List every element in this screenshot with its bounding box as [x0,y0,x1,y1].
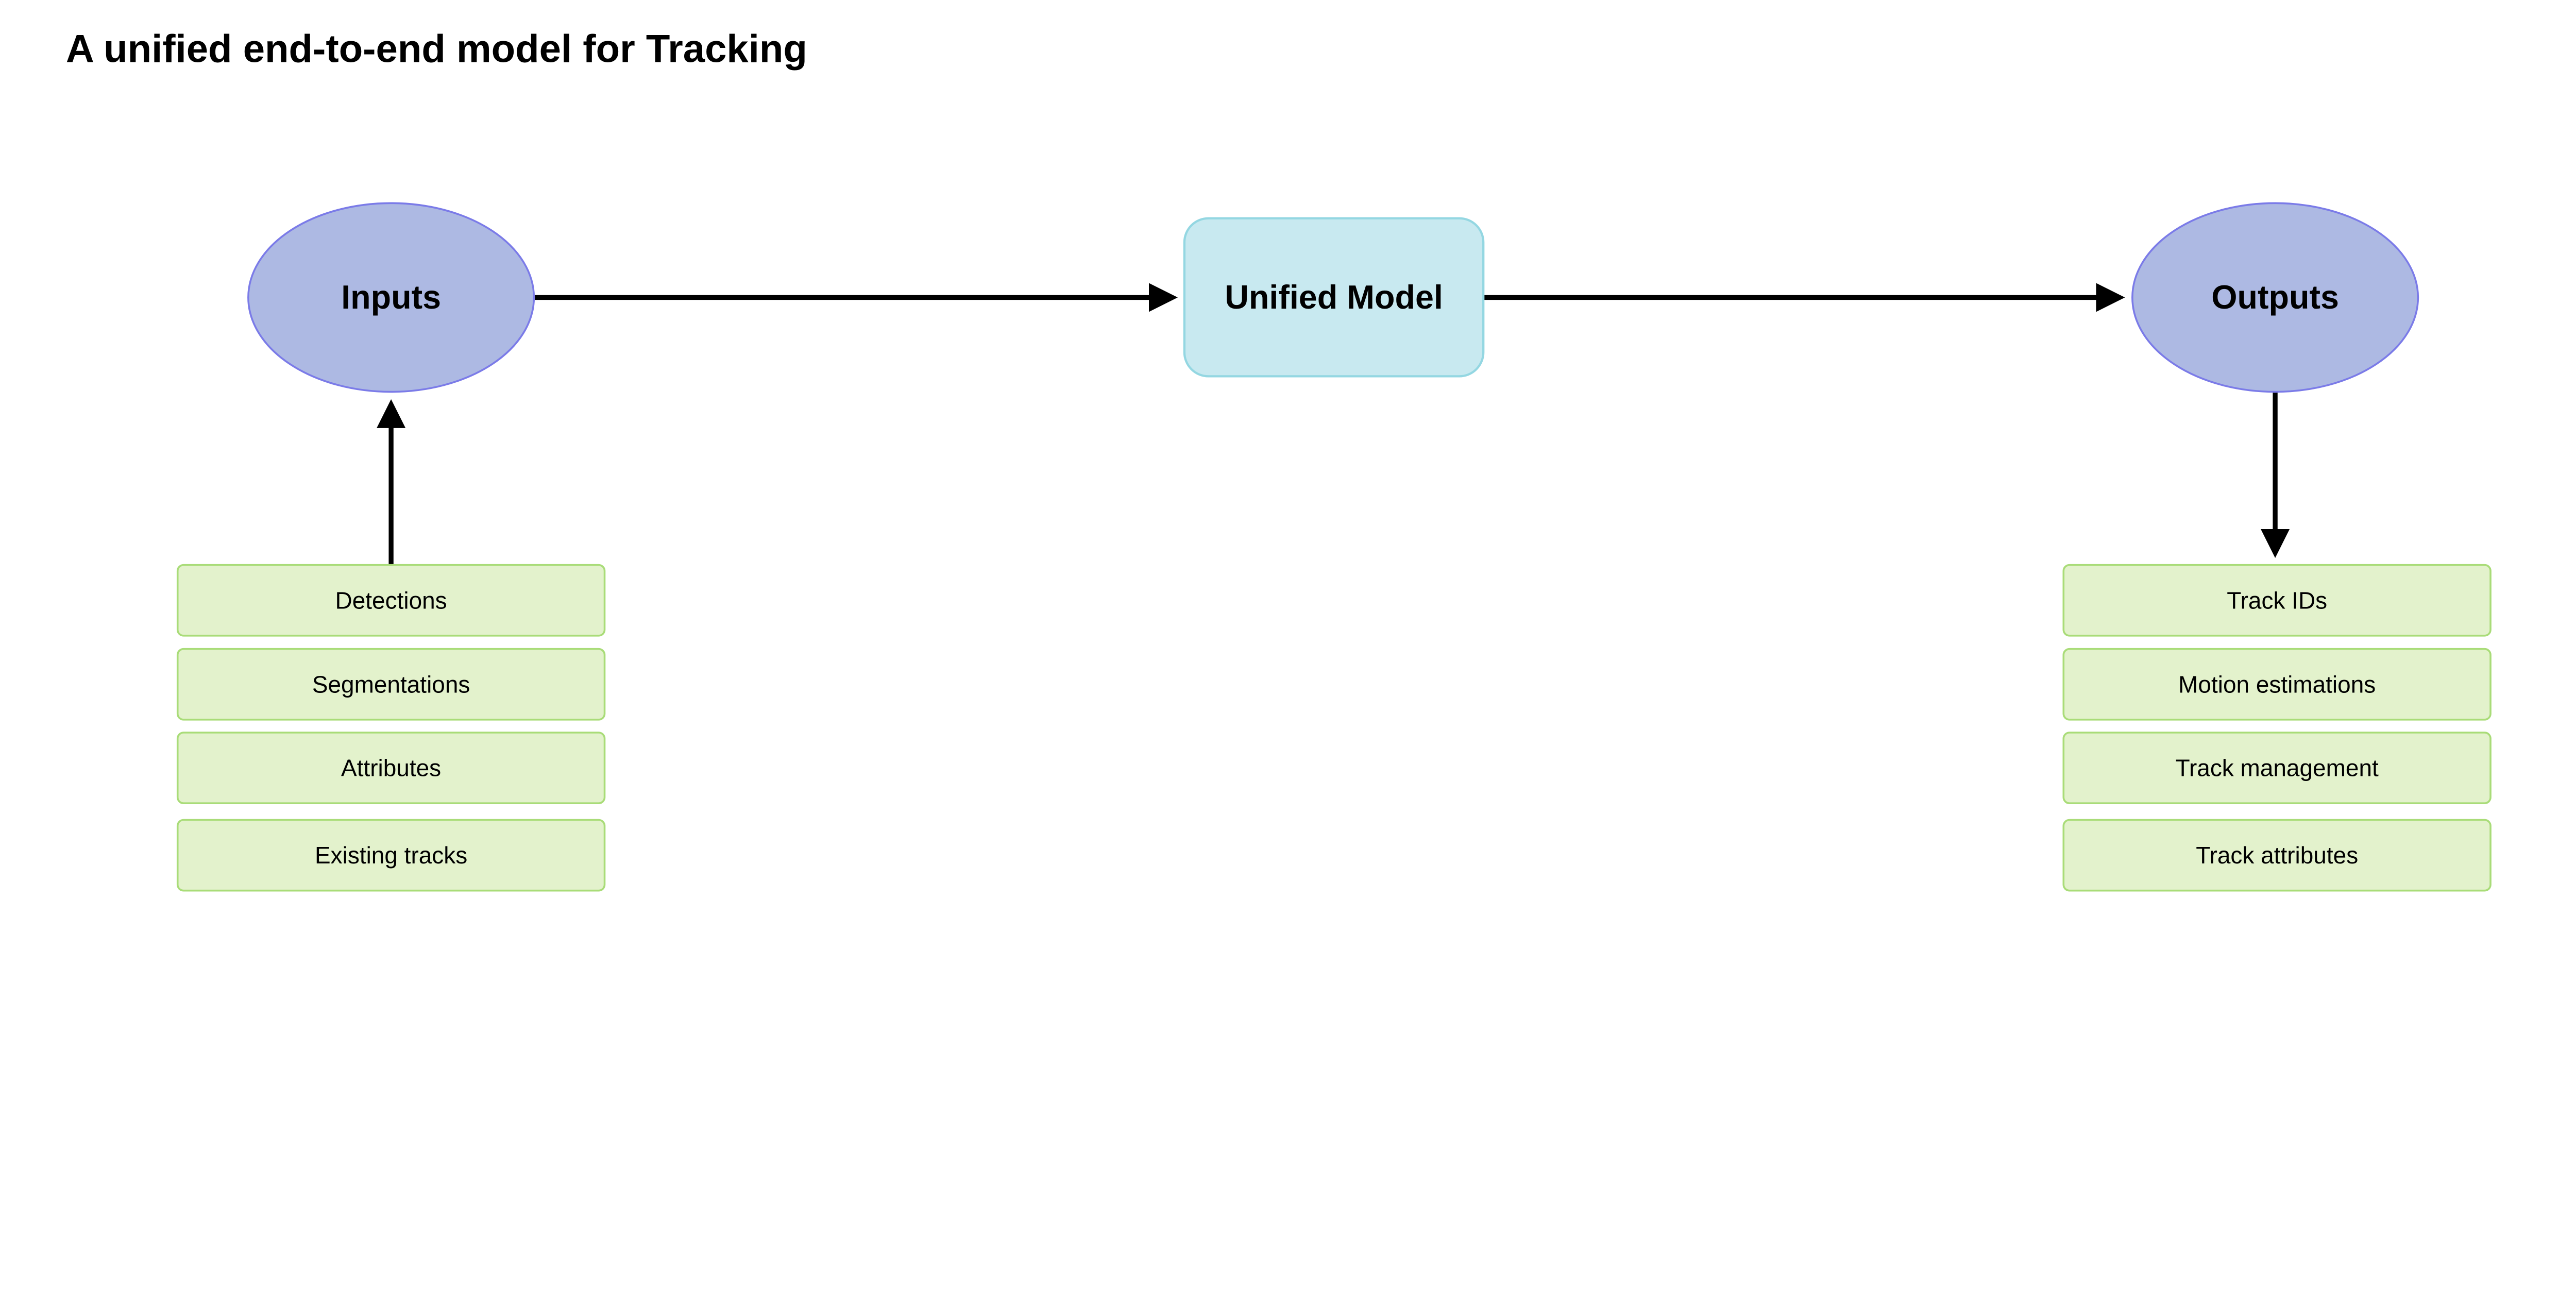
outputs-node: Outputs [2131,202,2419,393]
input-item: Attributes [176,732,606,804]
input-item: Segmentations [176,648,606,721]
diagram-canvas: A unified end-to-end model for Tracking … [66,27,2492,892]
input-items-list: Detections Segmentations Attributes Exis… [176,564,606,892]
input-item-label: Attributes [341,755,441,782]
unified-model-label: Unified Model [1225,278,1443,316]
input-item: Detections [176,564,606,637]
outputs-label: Outputs [2211,278,2339,316]
output-item-label: Track IDs [2227,587,2327,614]
inputs-node: Inputs [247,202,535,393]
output-item: Motion estimations [2062,648,2492,721]
output-item: Track IDs [2062,564,2492,637]
output-item-label: Track attributes [2196,842,2358,869]
input-item: Existing tracks [176,819,606,892]
output-items-list: Track IDs Motion estimations Track manag… [2062,564,2492,892]
input-item-label: Segmentations [312,671,470,698]
inputs-label: Inputs [341,278,441,316]
output-item-label: Track management [2176,755,2379,782]
input-item-label: Detections [335,587,447,614]
output-item: Track attributes [2062,819,2492,892]
output-item: Track management [2062,732,2492,804]
unified-model-node: Unified Model [1183,217,1485,378]
input-item-label: Existing tracks [315,842,467,869]
diagram-title: A unified end-to-end model for Tracking [66,27,807,71]
output-item-label: Motion estimations [2178,671,2376,698]
